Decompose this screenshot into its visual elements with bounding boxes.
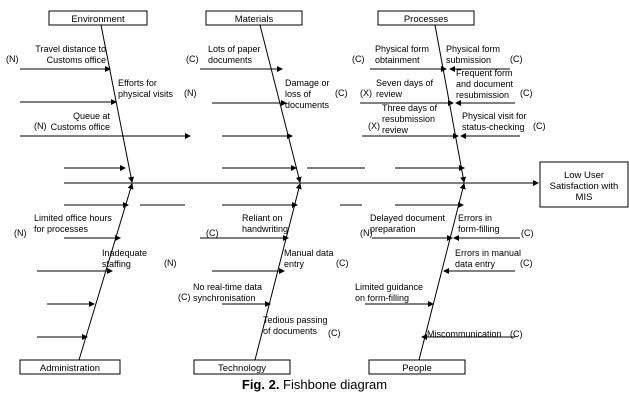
category-boxes <box>19 10 629 375</box>
cause-tag: (C) <box>206 228 219 238</box>
cause-tag: (C) <box>328 328 341 338</box>
cause-tag: (C) <box>352 54 365 64</box>
cause-tag: (C) <box>520 258 533 268</box>
category-box-environment <box>48 10 148 26</box>
cause-tag: (N) <box>184 88 197 98</box>
cause-tag: (N) <box>14 228 27 238</box>
cause-tag: (C) <box>186 54 199 64</box>
category-label-technology: Technology <box>218 363 266 374</box>
category-label-processes: Processes <box>404 14 449 25</box>
category-box-processes <box>377 10 475 26</box>
cause-tag: (C) <box>335 88 348 98</box>
category-label-materials: Materials <box>235 14 274 25</box>
cause-label-miscommunication: Miscommunication <box>427 329 502 339</box>
cause-tag: (C) <box>533 121 546 131</box>
effect-box <box>539 161 629 208</box>
category-box-administration <box>19 359 121 375</box>
cause-tag: (X) <box>360 88 372 98</box>
main-bone-administration <box>78 183 134 361</box>
cause-tag: (C) <box>336 258 349 268</box>
cause-tag: (N) <box>6 54 19 64</box>
cause-tag: (N) <box>360 228 373 238</box>
cause-tag: (X) <box>368 121 380 131</box>
cause-tag: (C) <box>510 329 523 339</box>
main-bone-people <box>418 183 466 361</box>
category-label-people: People <box>402 363 432 374</box>
caption-label: Fig. 2. <box>241 377 280 392</box>
cause-tag: (C) <box>510 54 523 64</box>
cause-tag: (N) <box>164 258 177 268</box>
category-box-technology <box>193 359 291 375</box>
category-box-people <box>368 359 466 375</box>
figure-caption: Fig. 2. Fishbone diagram <box>0 377 629 392</box>
category-box-materials <box>205 10 303 26</box>
category-label-administration: Administration <box>40 363 100 374</box>
cause-tag: (N) <box>34 121 47 131</box>
caption-text: Fishbone diagram <box>279 377 388 392</box>
cause-tag: (C) <box>521 228 534 238</box>
diagram-lines <box>20 24 539 361</box>
category-label-environment: Environment <box>71 14 125 25</box>
cause-tag: (C) <box>520 88 533 98</box>
cause-tag: (C) <box>178 292 191 302</box>
main-bone-technology <box>254 183 302 361</box>
